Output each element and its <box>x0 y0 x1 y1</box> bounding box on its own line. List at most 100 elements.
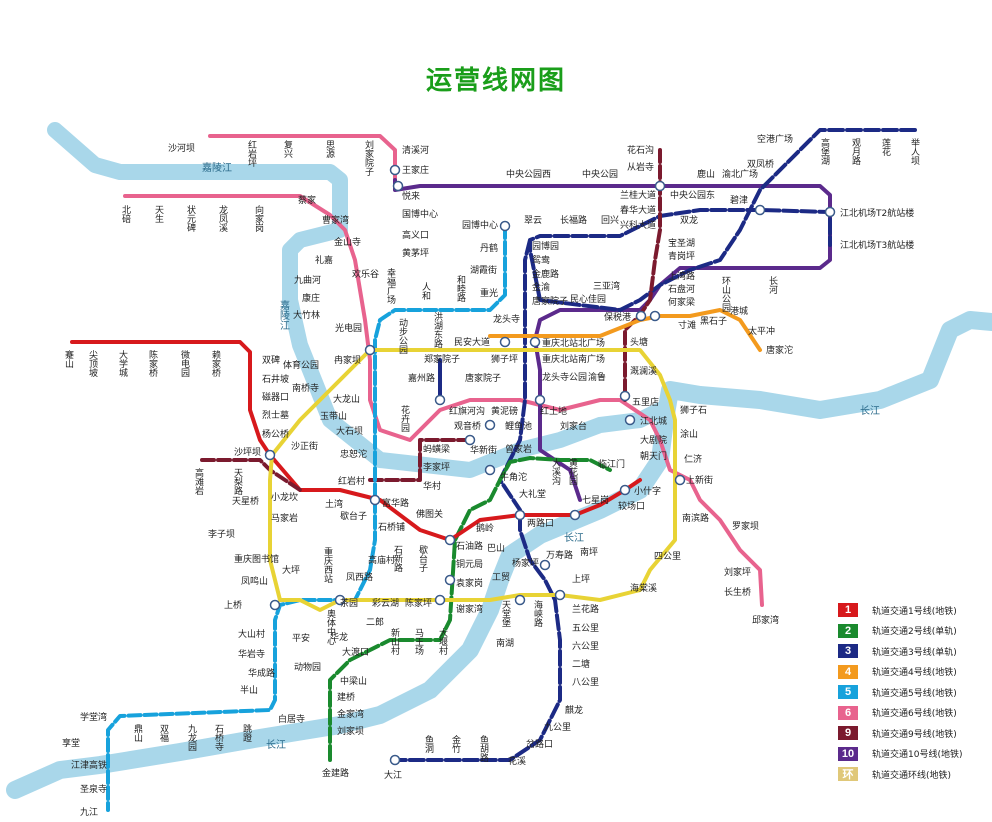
station-label: 太平冲 <box>748 325 775 337</box>
station-label: 圣泉寺 <box>80 783 107 795</box>
station-label: 赖家桥 <box>210 350 221 378</box>
station-label: 两路口 <box>527 517 554 529</box>
station-label: 石桥寺 <box>213 724 224 751</box>
station-label: 唐家沱 <box>766 344 793 356</box>
station-label: 华岩寺 <box>238 648 265 660</box>
station-label: 华新街 <box>470 444 497 456</box>
station-label: 中央公园东 <box>670 189 715 201</box>
station-label: 巴山 <box>487 543 505 554</box>
station-label: 马家岩 <box>271 512 298 524</box>
station-labels: 沙河坝 红岩坪 复兴 思源 刘家院子 清溪河 王家庄 悦来 国博中心 高义口 黄… <box>62 133 920 818</box>
station-label: 刘家台 <box>560 420 587 432</box>
station-label: 保税港 <box>604 311 631 323</box>
station-label: 寸滩 <box>678 319 696 331</box>
station-label: 复兴 <box>282 139 293 159</box>
station-label: 曹家湾 <box>322 214 349 226</box>
station-label: 重庆北站南广场 <box>542 353 605 365</box>
station-label: 磁器口 <box>262 391 289 403</box>
station-label: 冉家坝 <box>334 354 361 366</box>
station-label: 忠恕沱 <box>340 448 367 460</box>
legend-badge: 5 <box>838 685 858 700</box>
station-label: 石油路 <box>456 540 483 552</box>
transfer-nanping <box>539 559 551 571</box>
station-label: 石桥铺 <box>378 521 405 533</box>
station-label: 北碚 <box>120 205 131 224</box>
station-label: 谢家湾 <box>456 603 483 615</box>
station-label: 高庙村 <box>368 554 395 566</box>
station-label: 罗家坝 <box>732 520 759 532</box>
line-6-beibei <box>123 194 764 607</box>
station-label: 石新路 <box>392 545 403 573</box>
station-label: 大龙山 <box>333 393 360 405</box>
station-label: 长福路 <box>560 214 587 226</box>
transfer-stations <box>264 164 836 766</box>
station-label: 黄花园 <box>567 457 578 486</box>
station-label: 华龙 <box>330 631 348 643</box>
station-label: 从岩寺 <box>627 161 654 173</box>
station-label: 黄泥磅 <box>491 405 518 417</box>
station-label: 鹿山 <box>697 168 715 180</box>
station-label: 海峡路 <box>532 599 543 628</box>
station-label: 朝天门 <box>640 450 667 462</box>
page-title: 运营线网图 <box>425 66 566 96</box>
station-label: 大江 <box>384 769 402 781</box>
transfer-wuyangzhan <box>514 594 526 606</box>
transfer-yuelai <box>392 180 404 192</box>
station-label: 花溪 <box>508 755 526 767</box>
legend-badge: 9 <box>838 726 858 741</box>
transfer-jiangbeicheng <box>624 414 636 426</box>
station-label: 鱼胡路 <box>478 734 489 763</box>
station-label: 民安大道 <box>454 336 490 348</box>
legend-label: 轨道交通5号线(地铁) <box>872 688 957 699</box>
transfer-wulidian <box>619 390 631 402</box>
station-label: 红岩村 <box>338 475 365 487</box>
station-label: 环山公园 <box>720 276 731 313</box>
station-label: 金家湾 <box>337 708 364 720</box>
station-label: 华村 <box>423 480 441 492</box>
station-label: 嘉州路 <box>408 372 435 384</box>
station-label: 向家岗 <box>253 204 264 232</box>
transfer-guobo-center <box>499 220 511 232</box>
station-label: 丹鹤 <box>480 242 498 254</box>
station-label: 大山村 <box>238 628 265 640</box>
station-label: 跳蹬 <box>241 723 252 742</box>
station-label: 国博中心 <box>402 208 438 220</box>
station-label: 兰花路 <box>572 603 599 615</box>
station-label: 宝圣湖 <box>668 237 695 249</box>
station-label: 天生 <box>153 205 164 223</box>
station-label: 唐家院子 <box>465 372 501 384</box>
station-label: 兴科大道 <box>620 219 656 231</box>
legend-item-line6: 6 轨道交通6号线(地铁) <box>838 703 988 724</box>
station-label: 万寿路 <box>546 549 573 561</box>
station-label: 工贸 <box>492 571 510 583</box>
transfer-shiziping <box>499 336 511 348</box>
legend-item-line9: 9 轨道交通9号线(地铁) <box>838 723 988 744</box>
station-label: 龙凤溪 <box>217 204 228 233</box>
yangtze-river-label-east: 长江 <box>860 405 880 417</box>
station-label: 涂山 <box>680 428 698 440</box>
station-label: 港城 <box>730 305 748 317</box>
station-label: 江北机场T2航站楼 <box>840 207 914 219</box>
transfer-shiqiaopu <box>369 494 381 506</box>
legend-badge: 10 <box>838 746 858 761</box>
station-label: 双福 <box>158 724 169 743</box>
station-label: 李子坝 <box>208 528 235 540</box>
station-label: 九公里 <box>544 722 571 733</box>
transfer-ranjiaba <box>364 344 376 356</box>
legend-label: 轨道交通10号线(地铁) <box>872 750 963 761</box>
station-label: 观月路 <box>850 138 861 166</box>
station-label: 中央公园 <box>582 168 618 180</box>
station-label: 烈士墓 <box>262 409 289 421</box>
station-label: 金山寺 <box>334 236 361 248</box>
station-label: 观音桥 <box>454 420 481 432</box>
station-label: 清溪河 <box>402 144 429 156</box>
legend-item-line1: 1 轨道交通1号线(地铁) <box>838 600 988 621</box>
station-label: 礼嘉 <box>315 254 333 266</box>
legend-label: 轨道交通2号线(单轨) <box>872 627 957 638</box>
station-label: 重光 <box>480 287 498 299</box>
legend-badge: 3 <box>838 644 858 659</box>
station-label: 红岩坪 <box>246 139 257 168</box>
transfer-daping <box>444 534 456 546</box>
station-label: 较场口 <box>618 500 645 512</box>
